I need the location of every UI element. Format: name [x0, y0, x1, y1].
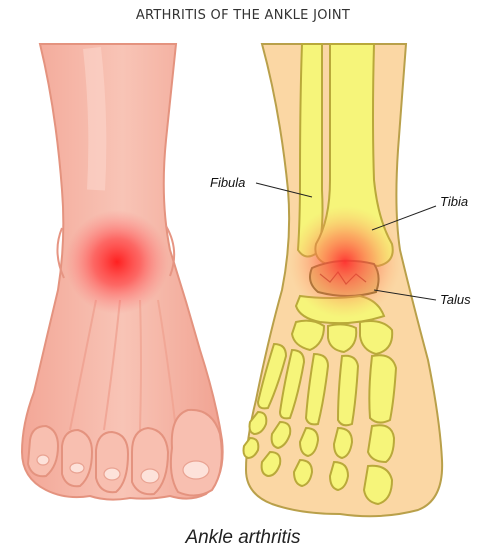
toe-big — [171, 410, 222, 496]
phalanx-bone — [330, 462, 348, 490]
fibula-label: Fibula — [210, 175, 245, 190]
talus-label: Talus — [440, 292, 471, 307]
toe-second — [132, 428, 168, 494]
phalanx-bone — [364, 466, 392, 504]
metatarsal-bone — [369, 355, 396, 422]
caption: Ankle arthritis — [0, 527, 486, 549]
phalanx-bone — [368, 425, 394, 462]
toe-little — [28, 426, 58, 476]
toe-third — [96, 432, 128, 492]
skin-inflammation-spot — [65, 210, 169, 314]
toe-fourth — [62, 430, 92, 486]
skin-foot — [22, 44, 223, 500]
toenail — [183, 461, 209, 479]
joint-inflammation-spot — [289, 206, 401, 318]
toenail — [37, 455, 49, 465]
bone-foot — [244, 44, 443, 516]
phalanx-bone — [334, 428, 352, 458]
toenail — [104, 468, 120, 480]
toenail — [141, 469, 159, 483]
tibia-label: Tibia — [440, 194, 468, 209]
toenail — [70, 463, 84, 473]
